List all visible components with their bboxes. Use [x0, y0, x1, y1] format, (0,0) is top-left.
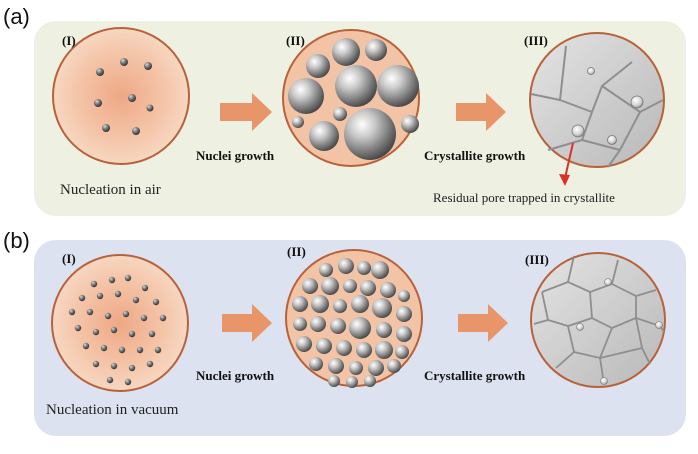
panel-a-stage-3-label: (III) — [524, 33, 548, 48]
panel-a-stage-1-circle — [52, 27, 190, 165]
panel-b-letter: (b) — [3, 228, 30, 253]
residual-pore-note: Residual pore trapped in crystallite — [433, 190, 615, 205]
panel-b-step-1-label: Nuclei growth — [196, 368, 275, 383]
panel-b-stage-1-label: (I) — [62, 251, 76, 266]
panel-b-arrow-1 — [222, 304, 272, 342]
grain-boundaries — [530, 45, 664, 168]
panel-b-stage-3-circle — [530, 252, 666, 388]
panel-a-caption: Nucleation in air — [60, 182, 161, 198]
pores — [571, 67, 644, 145]
panel-a-stage-2-circle — [282, 29, 420, 167]
panel-b-arrow-2 — [458, 304, 508, 342]
panel-b-step-2-label: Crystallite growth — [424, 368, 526, 383]
boundary-pores — [576, 278, 663, 385]
nuclei-dots — [94, 58, 154, 135]
panel-a-arrow-2 — [456, 93, 506, 131]
panel-b-stage-2-label: (II) — [287, 244, 306, 259]
panel-a-stage-3-circle — [529, 32, 665, 168]
grown-nuclei-spheres — [288, 38, 419, 160]
dense-grown-spheres — [292, 258, 412, 388]
panel-a-step-1-label: Nuclei growth — [196, 148, 275, 163]
panel-a-letter: (a) — [3, 4, 30, 29]
panel-b-stage-2-circle — [285, 249, 423, 388]
panel-b-stage-3-label: (III) — [525, 252, 549, 267]
panel-b-stage-1-circle — [51, 254, 189, 392]
residual-pore-pointer — [559, 142, 574, 186]
dense-grain-boundaries — [533, 255, 665, 385]
dense-nuclei-dots — [68, 274, 167, 386]
panel-a-stage-2-label: (II) — [286, 33, 305, 48]
panel-b-caption: Nucleation in vacuum — [46, 402, 179, 418]
panel-a-step-2-label: Crystallite growth — [424, 148, 526, 163]
panel-a-arrow-1 — [220, 93, 272, 131]
panel-a-stage-1-label: (I) — [62, 33, 76, 48]
